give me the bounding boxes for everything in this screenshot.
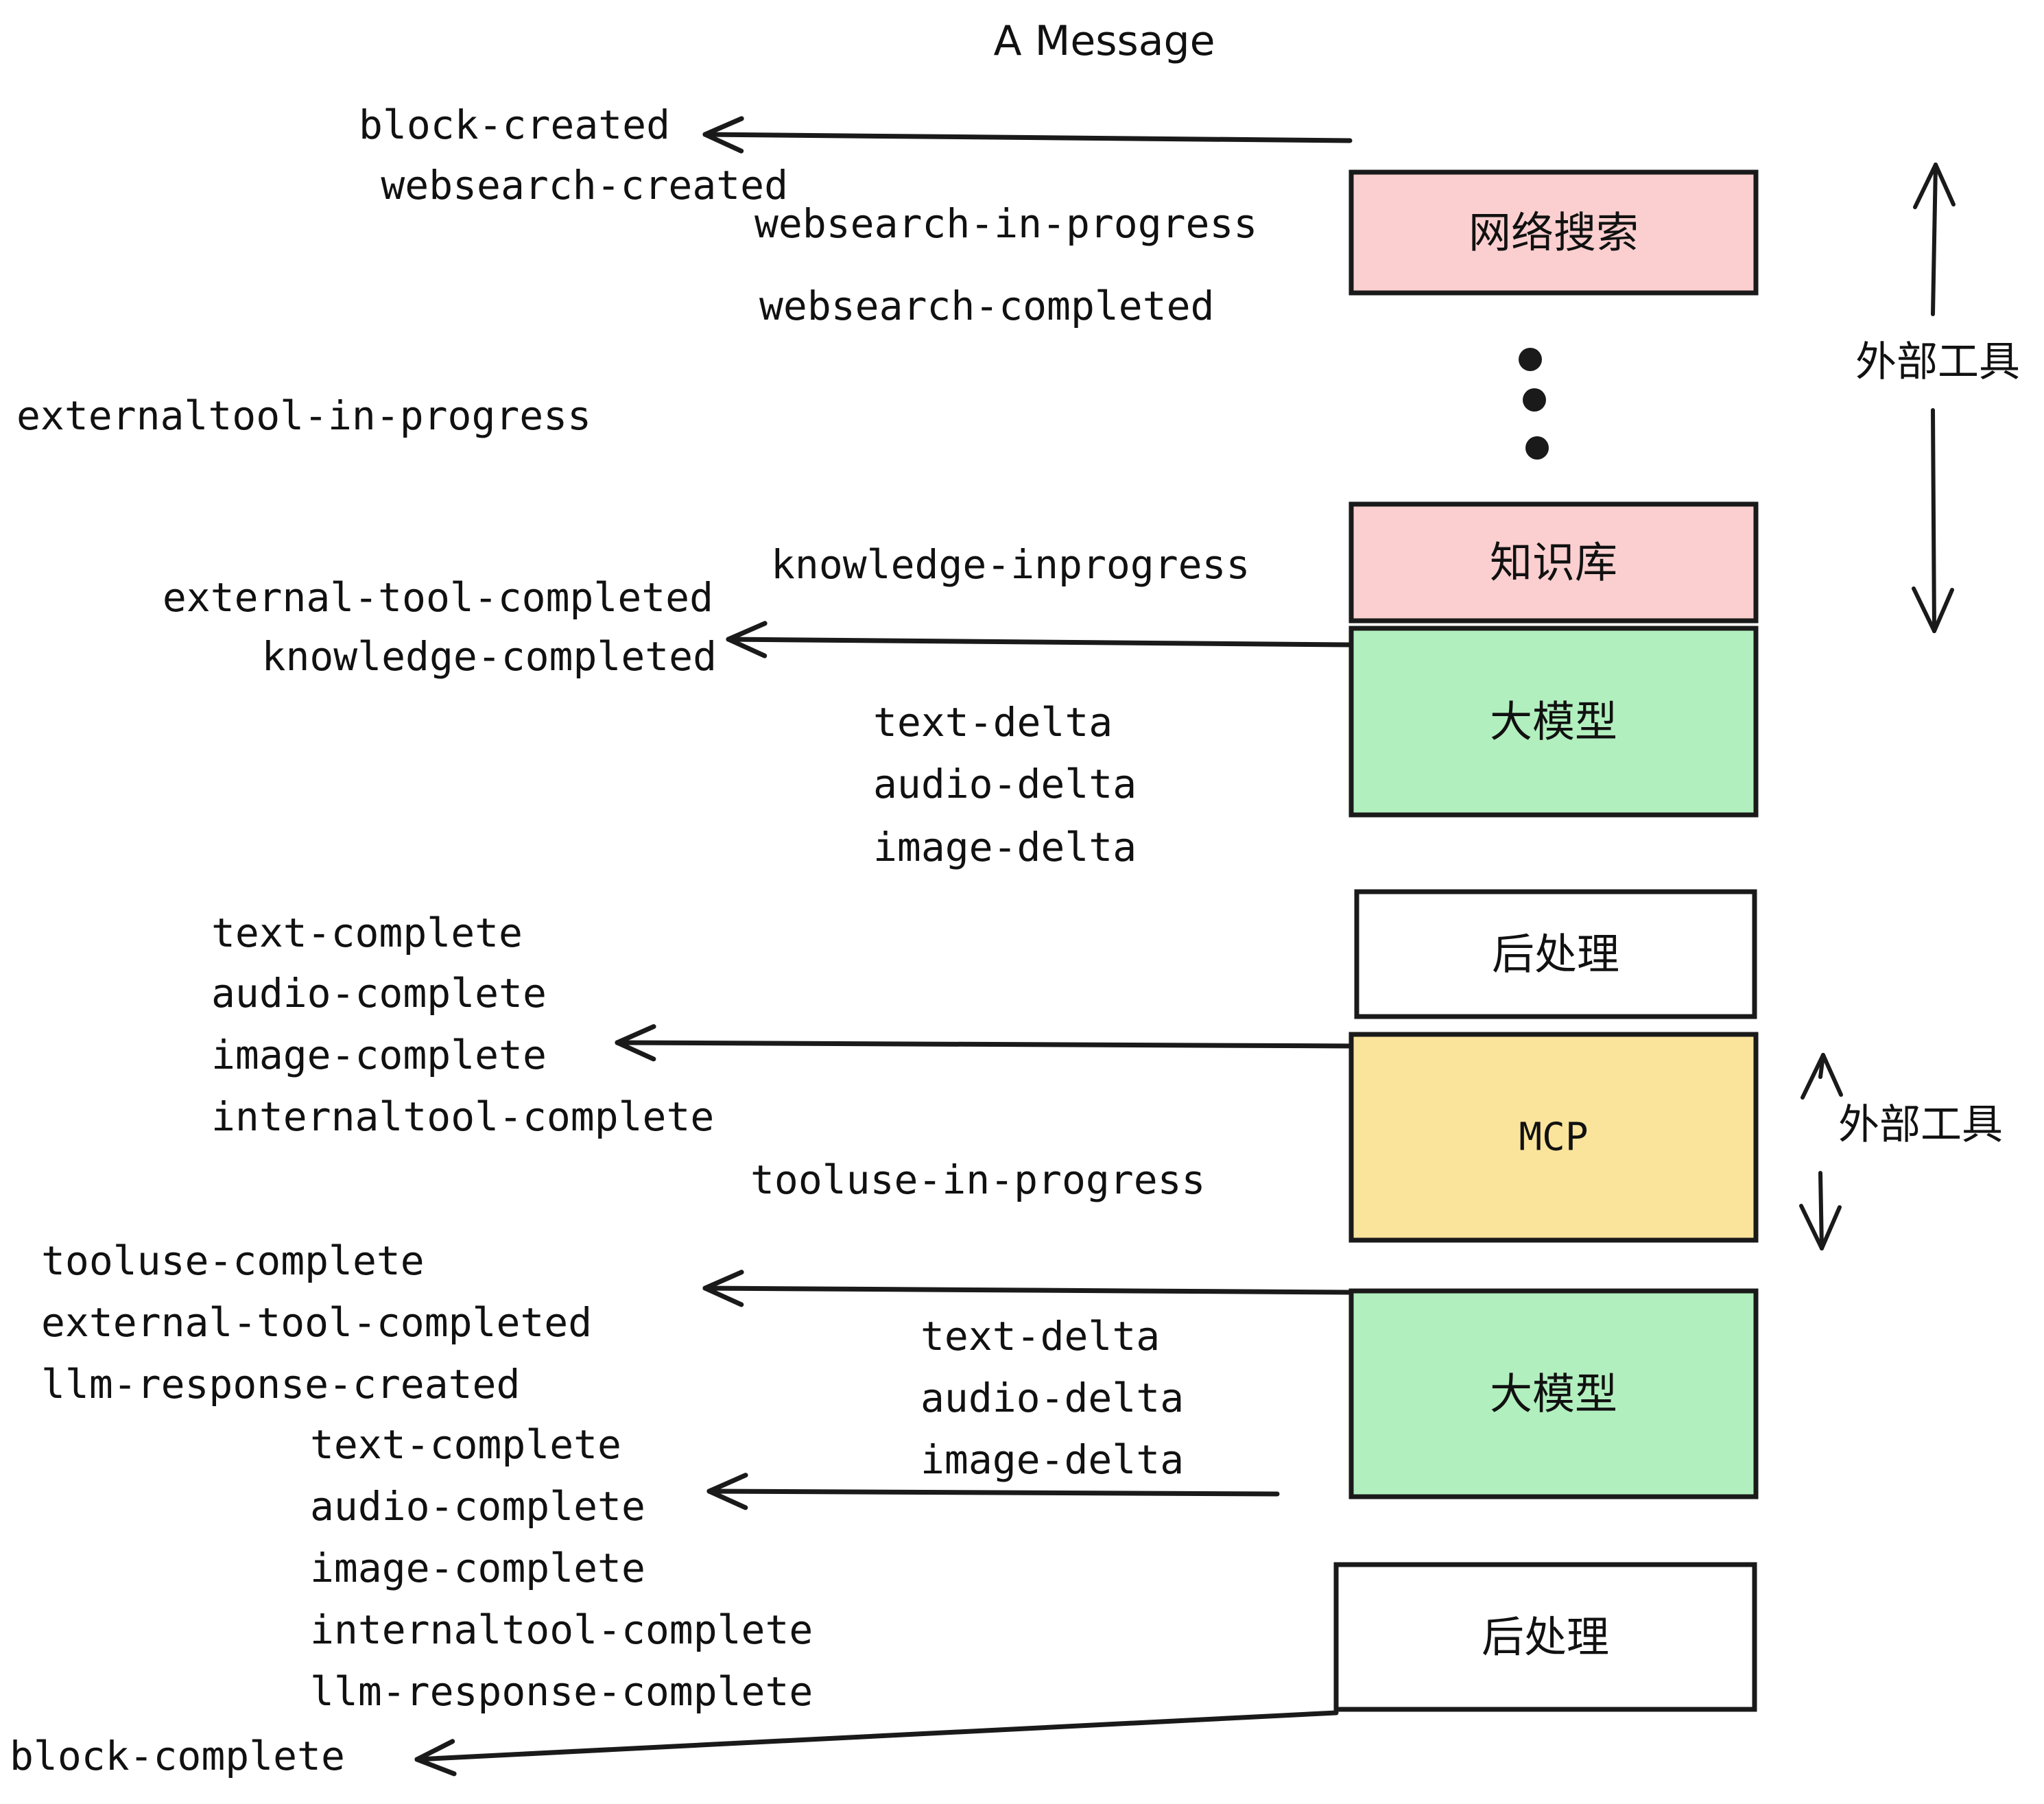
node-knowledge-label: 知识库: [1490, 538, 1617, 588]
node-llm-1-rect: [1348, 626, 1759, 818]
event-audio-delta-1: audio-delta: [873, 761, 1137, 807]
event-labels: block-createdwebsearch-createdwebsearch-…: [10, 102, 1257, 1779]
node-websearch[interactable]: 网络搜索: [1348, 169, 1759, 296]
event-knowledge-completed: knowledge-completed: [262, 633, 717, 680]
event-internaltool-complete-1: internaltool-complete: [211, 1093, 714, 1140]
event-block-created: block-created: [359, 102, 670, 148]
page-title: A Message: [993, 17, 1215, 65]
event-tooluse-complete: tooluse-complete: [41, 1237, 425, 1284]
event-tooluse-in-progress: tooluse-in-progress: [750, 1156, 1205, 1203]
event-image-complete-2: image-complete: [310, 1545, 645, 1591]
node-knowledge-rect: [1348, 501, 1759, 624]
node-llm-2-rect: [1348, 1288, 1759, 1499]
event-text-delta-2: text-delta: [920, 1313, 1160, 1360]
event-external-tool-completed-2: external-tool-completed: [41, 1299, 592, 1346]
node-llm-1[interactable]: 大模型: [1348, 626, 1759, 818]
event-audio-complete-2: audio-complete: [310, 1483, 645, 1530]
event-text-complete-2: text-complete: [310, 1421, 621, 1468]
external-tools-bottom: 外部工具: [1799, 1053, 2003, 1250]
event-audio-complete-1: audio-complete: [211, 970, 547, 1017]
event-knowledge-inprogress: knowledge-inprogress: [771, 541, 1250, 588]
event-external-tool-completed-1: external-tool-completed: [163, 574, 713, 621]
ellipsis-dot-1: [1519, 348, 1542, 371]
ellipsis-dot-2: [1523, 388, 1546, 412]
flow-arrows: [414, 116, 1358, 1777]
event-internaltool-complete-2: internaltool-complete: [310, 1606, 813, 1653]
flow-llm2-to-left: [706, 1473, 1280, 1510]
external-tools-top: 外部工具: [1855, 163, 2020, 633]
node-mcp[interactable]: MCP: [1348, 1032, 1759, 1243]
event-text-delta-1: text-delta: [873, 699, 1113, 746]
external-tools-top-label: 外部工具: [1855, 338, 2020, 386]
node-knowledge[interactable]: 知识库: [1348, 501, 1759, 624]
node-postprocess-1[interactable]: 后处理: [1354, 889, 1757, 1019]
event-block-complete: block-complete: [10, 1733, 345, 1779]
node-websearch-rect: [1348, 169, 1759, 296]
node-llm-1-label: 大模型: [1490, 697, 1617, 747]
ellipsis-dots: [1519, 348, 1549, 460]
event-image-complete-1: image-complete: [211, 1032, 547, 1078]
node-llm-2-label: 大模型: [1490, 1369, 1617, 1419]
event-audio-delta-2: audio-delta: [920, 1375, 1184, 1421]
ellipsis-dot-3: [1525, 436, 1549, 460]
event-image-delta-1: image-delta: [873, 824, 1137, 870]
event-websearch-created: websearch-created: [381, 162, 788, 209]
node-postprocess-2-rect: [1333, 1562, 1757, 1712]
node-postprocess-1-rect: [1354, 889, 1757, 1019]
event-text-complete-1: text-complete: [211, 910, 523, 956]
node-postprocess-2-label: 后处理: [1482, 1612, 1609, 1662]
flow-knowledge-to-left: [726, 621, 1351, 658]
flow-postprocess-to-left: [615, 1024, 1358, 1062]
node-llm-2[interactable]: 大模型: [1348, 1288, 1759, 1499]
event-llm-response-complete: llm-response-complete: [310, 1668, 813, 1715]
flow-websearch-to-left: [702, 116, 1353, 154]
node-postprocess-1-label: 后处理: [1492, 929, 1619, 980]
node-postprocess-2[interactable]: 后处理: [1333, 1562, 1757, 1712]
node-mcp-rect: [1348, 1032, 1759, 1243]
event-websearch-completed: websearch-completed: [759, 283, 1214, 329]
flow-post2-to-left: [414, 1710, 1339, 1777]
event-websearch-in-progress: websearch-in-progress: [754, 200, 1257, 247]
flow-mcp-to-left: [702, 1270, 1351, 1307]
event-llm-response-created: llm-response-created: [41, 1361, 520, 1408]
external-tools-bottom-label: 外部工具: [1838, 1101, 2003, 1149]
event-image-delta-2: image-delta: [920, 1436, 1184, 1483]
event-externaltool-in-progress: externaltool-in-progress: [16, 392, 591, 439]
node-websearch-label: 网络搜索: [1469, 208, 1639, 258]
node-mcp-label: MCP: [1519, 1115, 1588, 1160]
